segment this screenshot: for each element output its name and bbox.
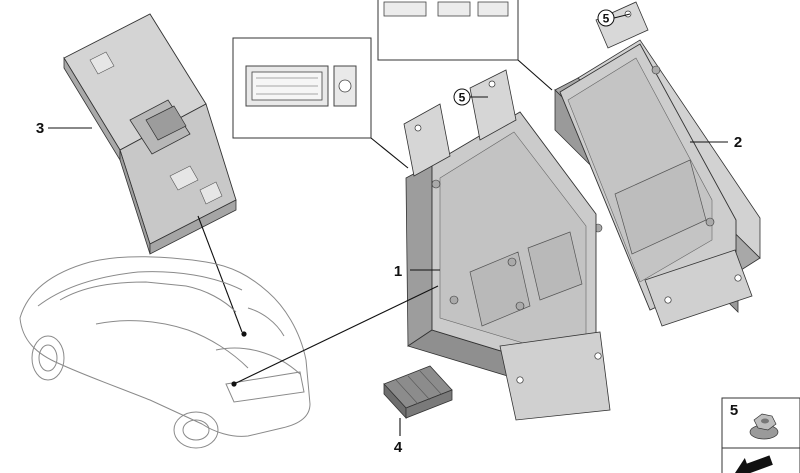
hex-nut-inset	[721, 397, 800, 473]
callout-2: 2	[734, 134, 742, 151]
circled-ref-5-a: 5	[453, 88, 488, 106]
circled-ref-5-b: 5	[597, 9, 631, 27]
connector-plug-4	[383, 365, 453, 436]
detail-box-connector-1	[232, 37, 409, 169]
callout-5: 5	[730, 402, 738, 419]
mount-point-marker	[241, 331, 247, 337]
control-unit-1	[403, 69, 611, 421]
circled-ref-label: 5	[459, 91, 466, 105]
detail-box-connector-2	[377, 0, 553, 91]
leader-line	[233, 285, 439, 385]
vehicle-outline	[19, 256, 311, 449]
callout-4: 4	[394, 439, 403, 456]
control-unit-2	[554, 1, 761, 327]
circled-ref-label: 5	[603, 12, 610, 26]
callout-3: 3	[36, 120, 44, 137]
antenna-module-3	[48, 13, 243, 333]
callout-1: 1	[394, 263, 402, 280]
